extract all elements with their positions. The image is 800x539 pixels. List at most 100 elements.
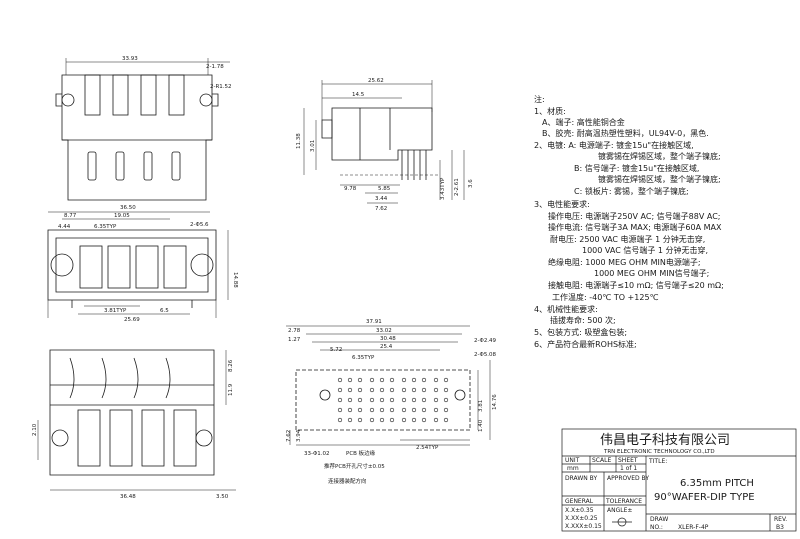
dim-front-b1: 3.81TYP <box>104 308 127 314</box>
note-line: 镀雾锡在焊锡区域，整个端子镍底; <box>598 174 721 184</box>
angle-label: ANGLE± <box>607 507 632 514</box>
pcb-pin-hole <box>369 417 375 423</box>
note-line: 1、材质: <box>534 106 566 116</box>
pcb-caption-2: 连接器装配方向 <box>328 477 367 485</box>
pcb-pin-hole <box>337 407 343 413</box>
note-line: 插拔寿命: 500 次; <box>550 315 616 325</box>
pcb-caption: 推荐PCB开孔尺寸±0.05 <box>324 462 385 470</box>
pcb-pin-hole <box>347 387 353 393</box>
dim-side-pin: 2-2.61 <box>454 178 460 196</box>
dim-pcb-pitch: 6.35TYP <box>352 355 375 361</box>
dim-side-tip: 3.43TYP <box>440 177 446 200</box>
rev-label: REV. <box>774 516 787 523</box>
pcb-pin-hole <box>357 407 363 413</box>
pcb-hole-pattern <box>337 377 449 423</box>
approved-by: APPROVED BY <box>607 475 649 482</box>
pcb-pin-hole <box>443 397 449 403</box>
note-line: 2、电镀: A: 电源端子: 镀金15u"在接触区域, <box>534 140 694 150</box>
note-line: 接触电阻: 电源端子≤10 mΩ; 信号端子≤20 mΩ; <box>548 280 724 290</box>
note-line: 6、产品符合最新ROHS标准; <box>534 339 637 349</box>
drawing-title-line2: 90°WAFER-DIP TYPE <box>654 492 755 503</box>
front-view <box>47 211 229 318</box>
dim-pcb-w3: 25.4 <box>380 344 393 350</box>
notes-block: 注: 1、材质: A、端子: 高性能铜合金 B、胶壳: 耐高温热塑性塑料，UL9… <box>534 94 724 349</box>
drawn-by: DRAWN BY <box>565 475 597 482</box>
dim-front-edge: 4.44 <box>58 224 71 230</box>
unit-label: UNIT <box>565 457 580 464</box>
dim-front-b2: 6.5 <box>160 308 169 314</box>
dim-side-b3: 3.44 <box>375 196 388 202</box>
pcb-pin-hole <box>337 417 343 423</box>
dim-pcb-h2: 14.76 <box>492 394 498 410</box>
title-block-text: 伟昌电子科技有限公司 TRN ELECTRONIC TECHNOLOGY CO.… <box>565 433 787 531</box>
drawing-number: XLER-F-4P <box>678 524 709 531</box>
pcb-pin-hole <box>357 387 363 393</box>
pcb-pin-hole <box>369 387 375 393</box>
note-line: 1000 MEG OHM MIN信号端子; <box>594 268 709 278</box>
dim-pcb-hole2: 2-Φ5.08 <box>474 352 497 358</box>
pcb-pin-hole <box>389 377 395 383</box>
pcb-pin-hole <box>411 387 417 393</box>
title-label: TITLE: <box>648 458 667 465</box>
dim-pcb-h1: 3.81 <box>478 400 484 412</box>
pcb-pin-hole <box>337 377 343 383</box>
pcb-pin-hole <box>347 397 353 403</box>
sheet-value: 1 of 1 <box>620 465 637 472</box>
dim-pcb-bottom: 2.54TYP <box>416 445 439 451</box>
note-line: B、胶壳: 耐高温热塑性塑料，UL94V-0，黑色. <box>542 128 709 138</box>
sheet-label: SHEET <box>618 457 638 464</box>
pcb-pin-hole <box>401 417 407 423</box>
dim-bot-h: 8.26 <box>228 359 234 372</box>
title-block <box>561 428 797 532</box>
dim-side-width: 25.62 <box>368 78 384 84</box>
dim-side-h1: 11.38 <box>296 133 302 149</box>
bottom-view <box>37 349 236 491</box>
scale-label: SCALE <box>592 457 611 464</box>
dim-front-pitch: 6.35TYP <box>94 224 117 230</box>
dim-side-b4: 7.62 <box>375 206 387 212</box>
pcb-pin-hole <box>347 377 353 383</box>
dimension-labels: 33.93 2-1.78 2-R1.52 25.62 14.5 11.38 3.… <box>32 56 498 500</box>
pcb-pin-hole <box>379 397 385 403</box>
pcb-pin-hole <box>443 387 449 393</box>
dim-bot-h2: 11.9 <box>228 383 234 396</box>
pcb-pin-hole <box>411 377 417 383</box>
pcb-pin-hole <box>369 407 375 413</box>
dim-front-height: 14.88 <box>232 272 238 288</box>
pcb-pin-hole <box>369 397 375 403</box>
dim-top-overall: 33.93 <box>122 56 138 62</box>
note-line: A、端子: 高性能铜合金 <box>542 117 625 127</box>
pcb-pin-hole <box>411 407 417 413</box>
pcb-pin-hole <box>433 417 439 423</box>
pcb-pin-hole <box>389 417 395 423</box>
pcb-pin-hole <box>379 417 385 423</box>
dim-pcb-total: 37.91 <box>366 319 382 325</box>
note-line: 3、电性能要求: <box>534 199 590 209</box>
note-line: 绝缘电阻: 1000 MEG OHM MIN电源端子; <box>548 257 701 267</box>
note-line: 操作电流: 信号端子3A MAX; 电源端子60A MAX <box>548 222 722 232</box>
pcb-pin-hole <box>433 397 439 403</box>
dim-front-bottom: 25.69 <box>124 317 140 323</box>
pcb-pin-hole <box>433 387 439 393</box>
pcb-pin-hole <box>433 377 439 383</box>
pcb-pin-hole <box>421 397 427 403</box>
pcb-pin-hole <box>347 407 353 413</box>
dim-front-mid: 19.05 <box>114 213 130 219</box>
dim-bot-right: 3.50 <box>216 494 229 500</box>
pcb-pin-hole <box>379 387 385 393</box>
pcb-pin-hole <box>401 387 407 393</box>
side-view <box>303 80 465 204</box>
dim-pcb-bl1: 7.62 <box>286 430 292 442</box>
pcb-pin-hole <box>337 397 343 403</box>
note-line: B: 信号端子: 镀金15u"在接触区域, <box>574 163 699 173</box>
pcb-pin-hole <box>443 417 449 423</box>
pcb-pin-hole <box>411 397 417 403</box>
pcb-pin-hole <box>401 377 407 383</box>
pcb-footprint <box>286 325 491 446</box>
dim-pcb-c: 5.72 <box>330 347 342 353</box>
dim-pcb-pinhole: 33-Φ1.02 <box>304 451 330 457</box>
company-name-cn: 伟昌电子科技有限公司 <box>600 433 730 448</box>
note-line: C: 锁板片: 雾锡，整个端子镍底; <box>574 186 689 196</box>
